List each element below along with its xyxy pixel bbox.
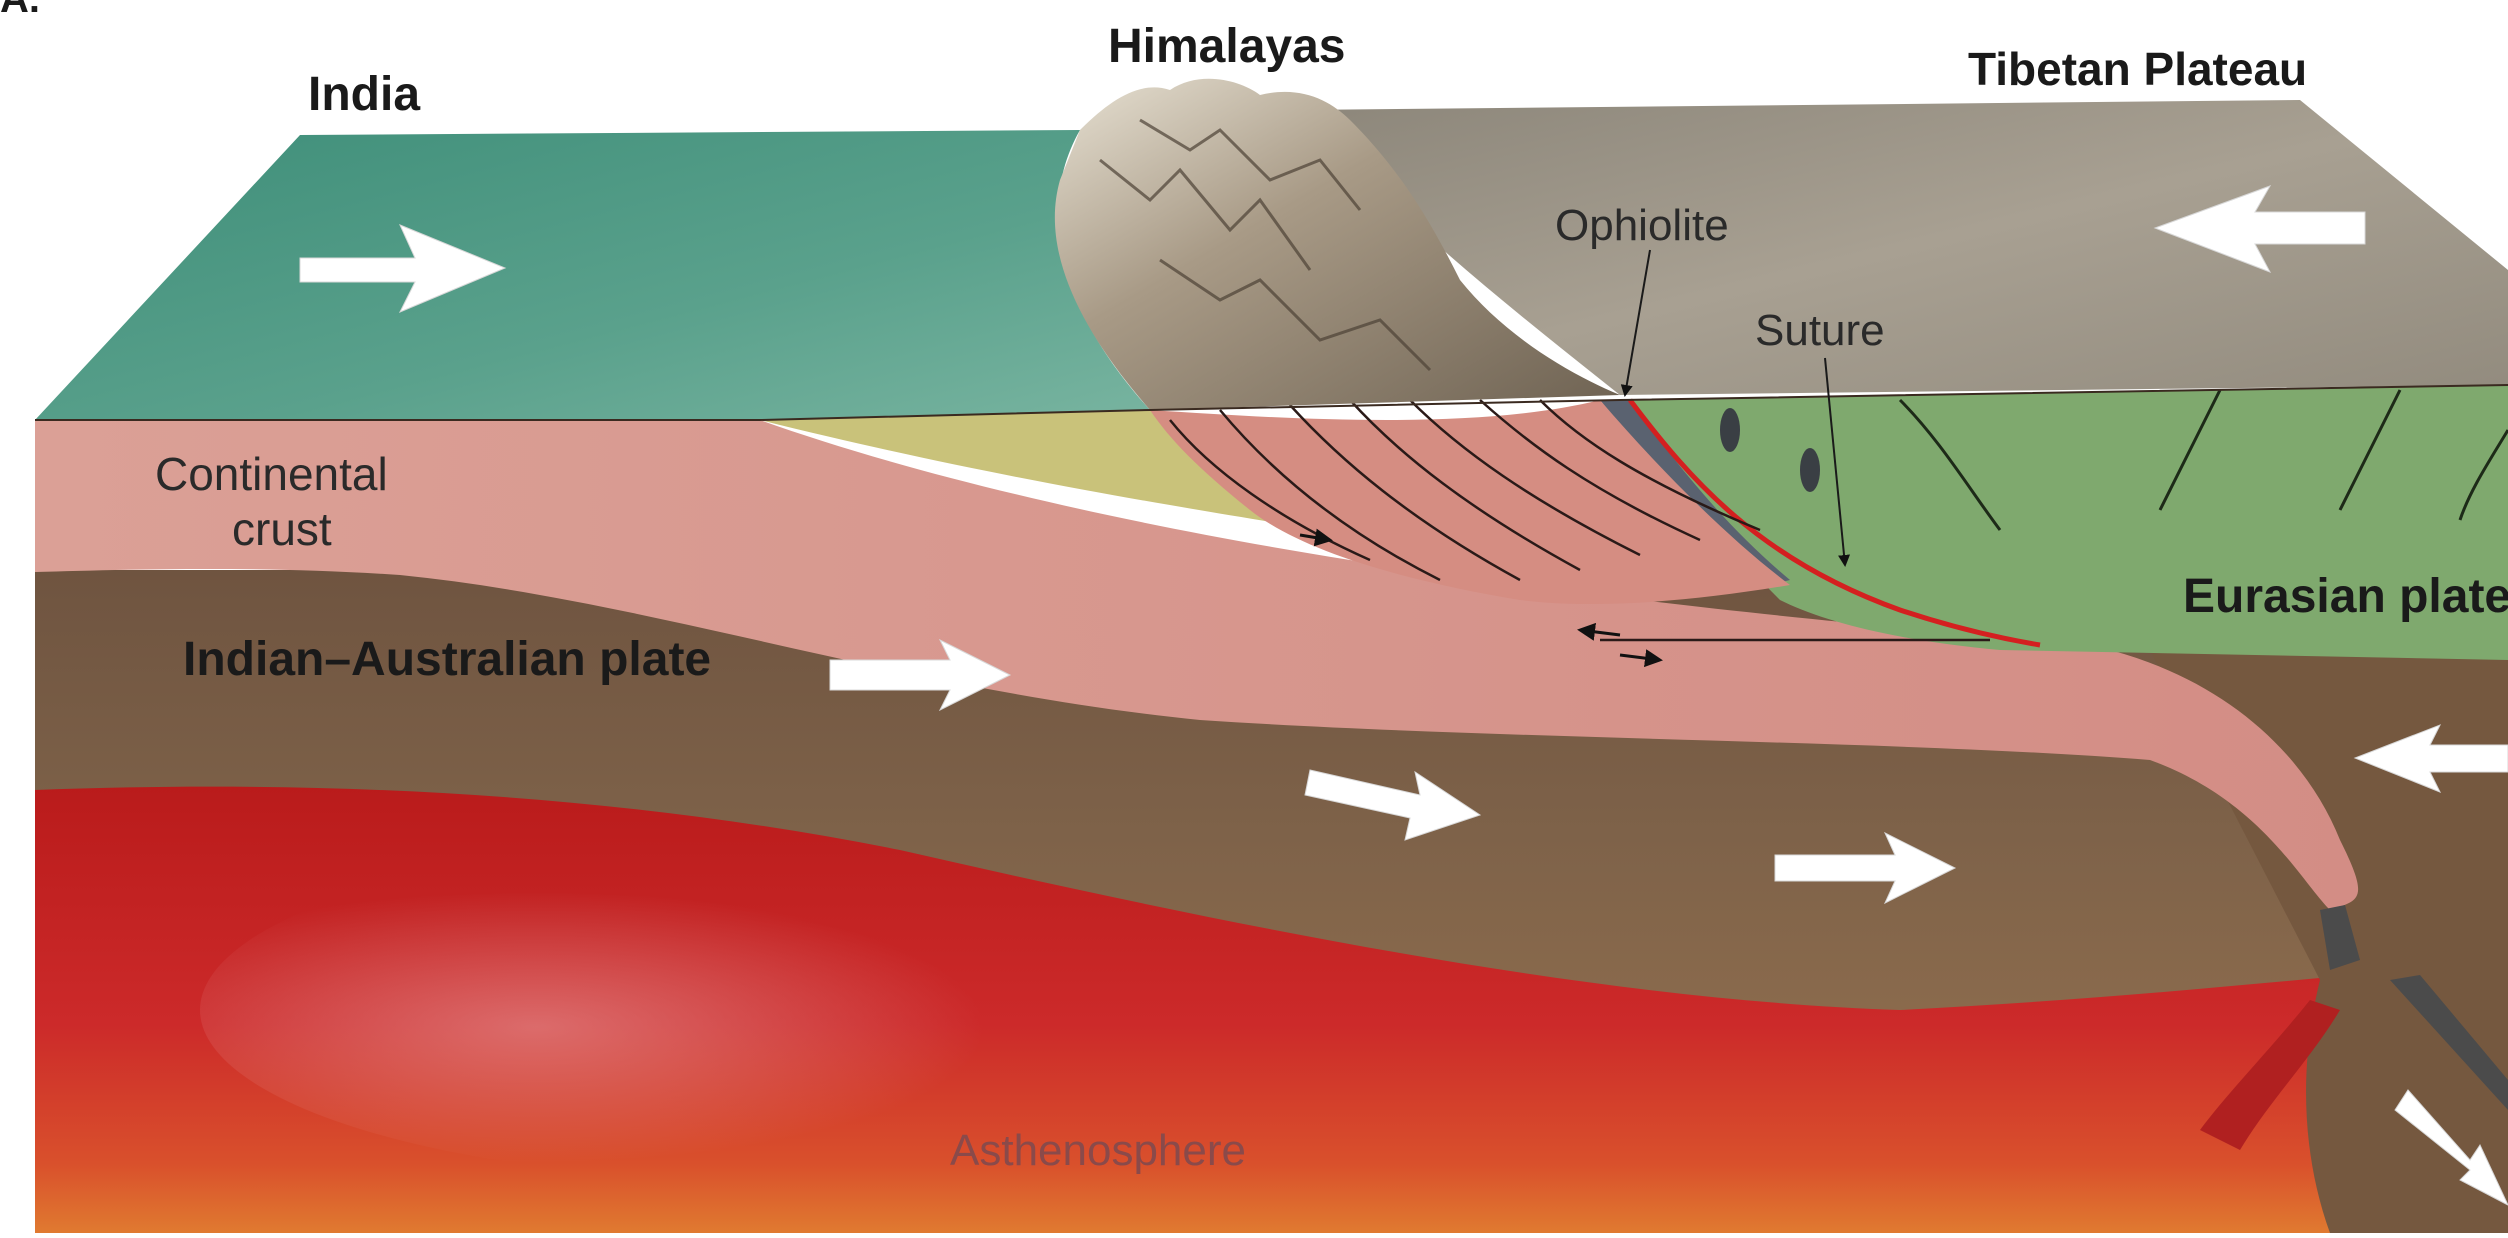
tibetan-plateau-label: Tibetan Plateau bbox=[1968, 43, 2307, 95]
himalayas-label: Himalayas bbox=[1108, 20, 1346, 73]
suture-label: Suture bbox=[1755, 306, 1885, 355]
india-label: India bbox=[308, 68, 420, 121]
asthenosphere-label: Asthenosphere bbox=[950, 1126, 1246, 1175]
eurasian-plate-label: Eurasian plate bbox=[2183, 570, 2508, 623]
continental-crust-label-line2: crust bbox=[232, 503, 332, 555]
ophiolite-label: Ophiolite bbox=[1555, 201, 1729, 250]
indian-australian-plate-label: Indian–Australian plate bbox=[183, 633, 711, 686]
india-surface bbox=[35, 130, 1150, 420]
panel-label: A. bbox=[0, 0, 40, 21]
continental-crust-label-line1: Continental bbox=[155, 448, 388, 500]
